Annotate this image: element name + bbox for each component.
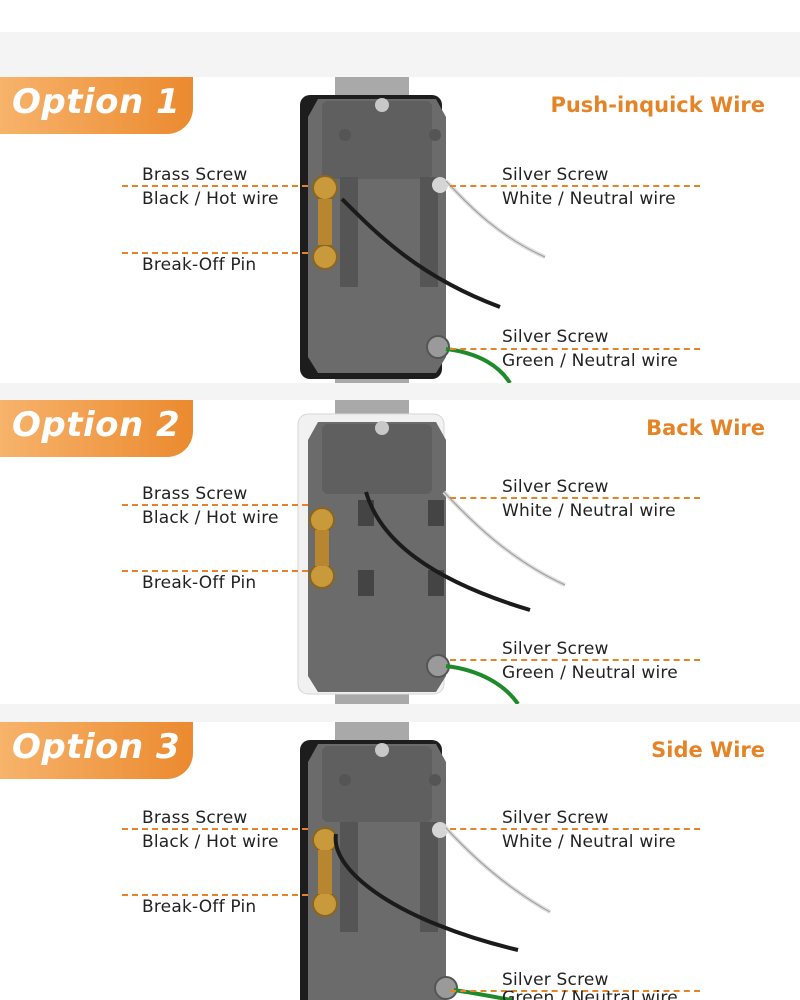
ground-screw-label: Silver Screw bbox=[502, 327, 609, 347]
section-divider bbox=[0, 32, 800, 77]
option-2-panel: Option 2 Back Wire Brass Screw Black / H… bbox=[0, 400, 800, 704]
leader-line bbox=[450, 348, 700, 350]
brass-screw-label: Brass Screw bbox=[142, 808, 248, 828]
leader-line bbox=[122, 185, 308, 187]
hot-wire-label: Black / Hot wire bbox=[142, 832, 279, 852]
leader-line bbox=[122, 252, 308, 254]
silver-screw-label: Silver Screw bbox=[502, 165, 609, 185]
leader-line bbox=[450, 828, 700, 830]
leader-line bbox=[450, 659, 700, 661]
section-divider bbox=[0, 383, 800, 400]
break-off-pin-label: Break-Off Pin bbox=[142, 255, 257, 275]
option-3-panel: Option 3 Side Wire Brass Screw Black / H… bbox=[0, 722, 800, 1000]
brass-screw-label: Brass Screw bbox=[142, 165, 248, 185]
leader-line bbox=[450, 497, 700, 499]
option-1-method-title: Push-inquick Wire bbox=[550, 93, 765, 117]
leader-line bbox=[450, 185, 700, 187]
receptacle-back-illustration bbox=[297, 400, 566, 704]
ground-wire-label: Green / Neutral wire bbox=[502, 351, 678, 371]
option-1-panel: Option 1 Push-inquick Wire Brass Screw B… bbox=[0, 77, 800, 383]
neutral-wire-label: White / Neutral wire bbox=[502, 189, 676, 209]
ground-screw-label: Silver Screw bbox=[502, 639, 609, 659]
ground-wire-label: Green / Neutral wire bbox=[502, 663, 678, 683]
option-3-method-title: Side Wire bbox=[651, 738, 765, 762]
leader-line bbox=[122, 504, 308, 506]
leader-line bbox=[122, 570, 308, 572]
break-off-pin-label: Break-Off Pin bbox=[142, 573, 257, 593]
ground-screw-label: Silver Screw bbox=[502, 970, 609, 990]
option-1-tag: Option 1 bbox=[0, 77, 193, 134]
option-2-method-title: Back Wire bbox=[646, 416, 765, 440]
receptacle-back-illustration bbox=[300, 77, 546, 383]
neutral-wire-label: White / Neutral wire bbox=[502, 832, 676, 852]
receptacle-back-illustration bbox=[300, 722, 551, 1000]
break-off-pin-label: Break-Off Pin bbox=[142, 897, 257, 917]
silver-screw-label: Silver Screw bbox=[502, 477, 609, 497]
section-divider bbox=[0, 704, 800, 722]
silver-screw-label: Silver Screw bbox=[502, 808, 609, 828]
option-3-tag: Option 3 bbox=[0, 722, 193, 779]
hot-wire-label: Black / Hot wire bbox=[142, 189, 279, 209]
brass-screw-label: Brass Screw bbox=[142, 484, 248, 504]
option-2-tag: Option 2 bbox=[0, 400, 193, 457]
leader-line bbox=[122, 828, 308, 830]
top-spacer bbox=[0, 0, 800, 32]
leader-line bbox=[122, 894, 308, 896]
neutral-wire-label: White / Neutral wire bbox=[502, 501, 676, 521]
ground-wire-label: Green / Neutral wire bbox=[502, 988, 678, 1000]
leader-line bbox=[450, 990, 700, 992]
hot-wire-label: Black / Hot wire bbox=[142, 508, 279, 528]
